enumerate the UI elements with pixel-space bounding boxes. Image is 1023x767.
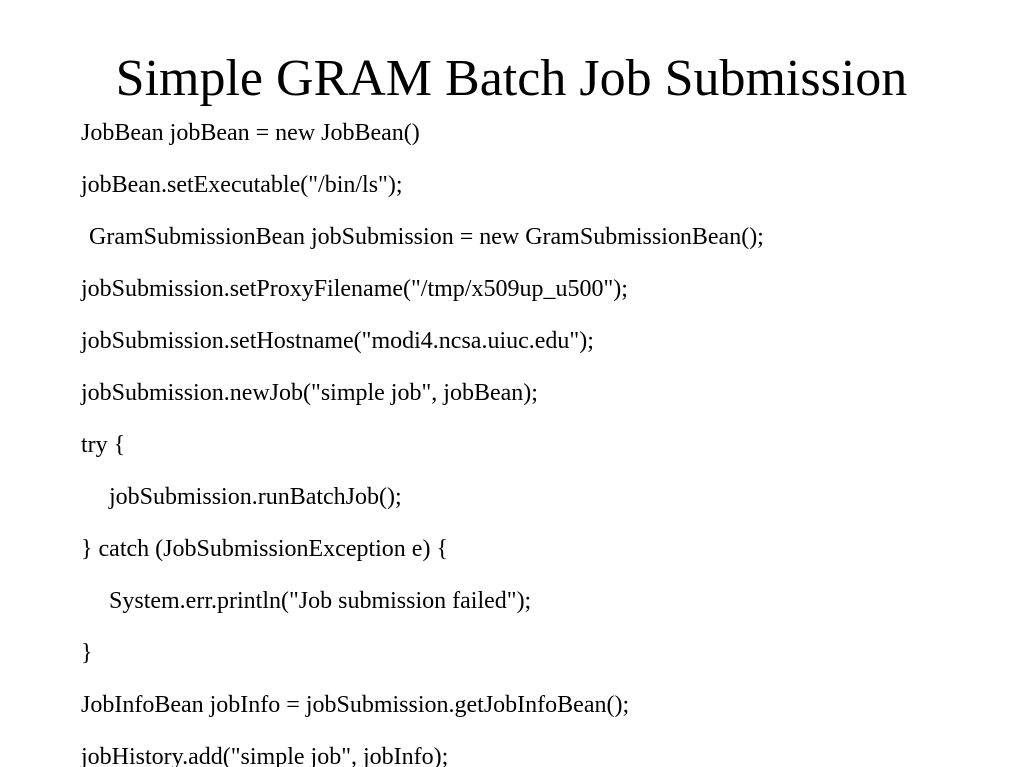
- code-line: } catch (JobSubmissionException e) {: [81, 536, 448, 562]
- code-line: JobInfoBean jobInfo = jobSubmission.getJ…: [81, 692, 630, 718]
- code-line: jobBean.setExecutable("/bin/ls");: [81, 172, 403, 198]
- code-line: jobHistory.add("simple job", jobInfo);: [81, 744, 449, 767]
- code-line: System.err.println("Job submission faile…: [109, 588, 532, 614]
- code-line: jobSubmission.setHostname("modi4.ncsa.ui…: [81, 328, 594, 354]
- code-line: jobSubmission.newJob("simple job", jobBe…: [81, 380, 538, 406]
- code-line: JobBean jobBean = new JobBean(): [81, 120, 420, 146]
- code-line: GramSubmissionBean jobSubmission = new G…: [89, 224, 764, 250]
- code-line: jobSubmission.runBatchJob();: [109, 484, 402, 510]
- code-listing: JobBean jobBean = new JobBean() jobBean.…: [81, 114, 1011, 767]
- slide-title: Simple GRAM Batch Job Submission: [115, 50, 908, 107]
- code-line: }: [81, 640, 93, 666]
- code-line: try {: [81, 432, 126, 458]
- code-line: jobSubmission.setProxyFilename("/tmp/x50…: [81, 276, 628, 302]
